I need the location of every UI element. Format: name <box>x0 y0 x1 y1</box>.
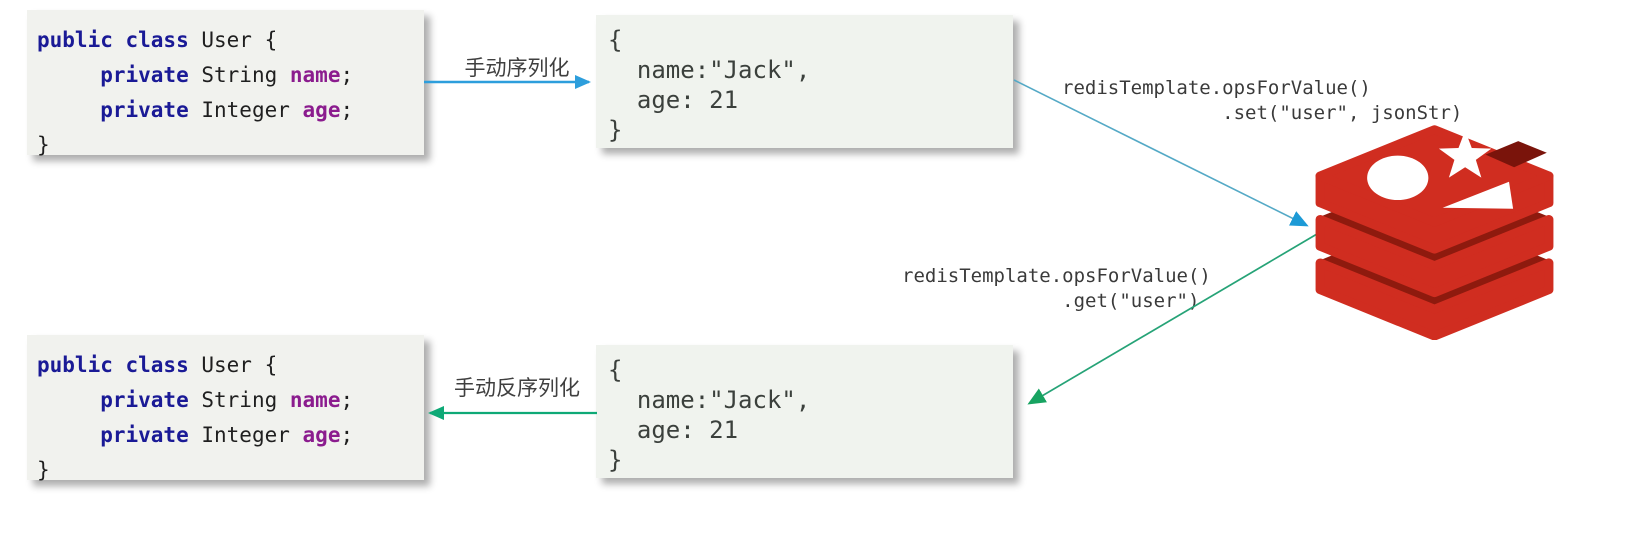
java-class-source-top: public class User { private String name;… <box>27 10 424 157</box>
json-string-bottom: { name:"Jack", age: 21 } <box>596 345 1013 478</box>
serialize-label: 手动序列化 <box>464 56 570 80</box>
redis-star-icon <box>1438 130 1492 178</box>
java-class-source-bottom: public class User { private String name;… <box>27 335 424 482</box>
redis-get-arrow <box>1027 233 1318 405</box>
json-string-top: { name:"Jack", age: 21 } <box>596 15 1013 148</box>
redis-triangle-icon <box>1442 181 1514 209</box>
deserialize-label: 手动反序列化 <box>454 376 580 400</box>
redis-circle-icon <box>1367 155 1429 201</box>
redis-square-hole-icon <box>1485 141 1547 168</box>
redis-logo <box>1315 125 1554 340</box>
redis-layer2-front <box>1315 215 1554 298</box>
redis-get-call-label: redisTemplate.opsForValue() .get("user") <box>902 265 1211 312</box>
redis-layer3-front <box>1315 258 1554 340</box>
